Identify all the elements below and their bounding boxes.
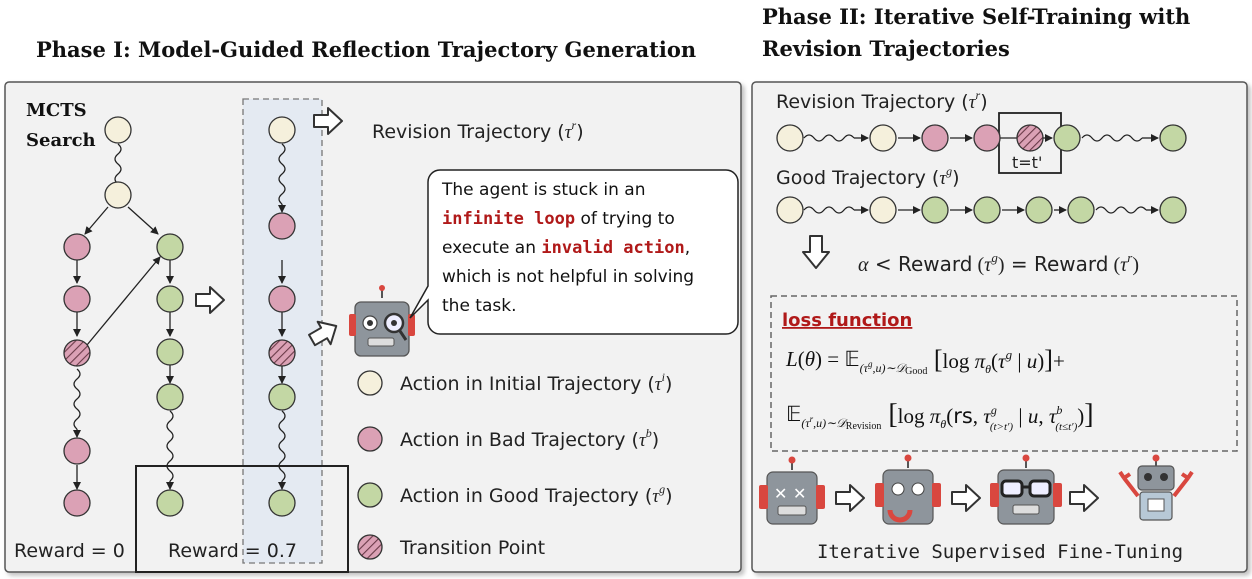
robot-glasses-icon <box>990 454 1062 525</box>
legend-bad-swatch <box>357 426 383 452</box>
legend-transition-label: Transition Point <box>399 537 545 559</box>
speech-line-4: which is not helpful in solving <box>442 267 694 287</box>
revision-edges <box>278 143 286 490</box>
node-bad <box>63 233 91 261</box>
reward-box <box>135 465 349 573</box>
edge <box>84 206 109 235</box>
revision-trajectory-label: Revision Trajectory (τr) <box>372 118 584 143</box>
node-good <box>1067 196 1095 224</box>
node-good <box>156 233 184 261</box>
loss-equation-line2: 𝔼(τr,u)∼𝒟Revision [log πθ(rs, τg(t>t′) |… <box>786 399 1094 433</box>
wavy-edge <box>114 143 122 185</box>
reward-zero-label: Reward = 0 <box>14 540 125 562</box>
speech-line-1: The agent is stuck in an <box>441 180 646 200</box>
node-bad <box>63 489 91 517</box>
reward-condition: α < Reward (τg) = Reward (τr) <box>858 250 1139 276</box>
node-good <box>921 196 949 224</box>
wavy-edge <box>278 143 286 205</box>
legend-initial-label: Action in Initial Trajectory (τi) <box>400 370 672 395</box>
wavy-edge <box>73 368 81 430</box>
node-good <box>1025 196 1053 224</box>
transition-time-label: t=t' <box>1012 153 1042 172</box>
node-good <box>156 489 184 517</box>
node-bad <box>921 124 949 152</box>
phase1-title: Phase I: Model-Guided Reflection Traject… <box>36 37 696 62</box>
legend-transition-swatch <box>357 534 383 560</box>
robot-broken-icon: ✕ ✕ <box>759 456 825 525</box>
phase2-title-line2: Revision Trajectories <box>762 36 1010 61</box>
speech-line-2: infinite loop of trying to <box>442 209 675 229</box>
node-good <box>973 196 1001 224</box>
node-transition <box>63 339 91 367</box>
robot-happy-icon <box>1118 454 1194 521</box>
node-good <box>1159 124 1187 152</box>
node-good <box>268 489 296 517</box>
node-initial <box>776 124 804 152</box>
tree-edges <box>73 143 174 490</box>
wavy-edge <box>278 410 286 482</box>
phase2-revision-label: Revision Trajectory (τr) <box>776 88 988 113</box>
mcts-label-line2: Search <box>26 130 96 151</box>
mcts-label-line1: MCTS <box>26 100 87 121</box>
wavy-edge <box>1095 206 1147 214</box>
wavy-edge <box>803 206 855 214</box>
wavy-edge <box>803 134 855 142</box>
node-initial <box>776 196 804 224</box>
node-good <box>156 383 184 411</box>
edge <box>86 256 161 346</box>
phase2-good-label: Good Trajectory (τg) <box>776 164 960 189</box>
legend-good-swatch <box>357 482 383 508</box>
robot-learning-icon <box>875 454 941 525</box>
node-good <box>156 285 184 313</box>
speech-bubble <box>409 169 739 335</box>
reward-good-label: Reward = 0.7 <box>168 540 297 562</box>
node-initial <box>268 116 296 144</box>
node-bad <box>63 437 91 465</box>
phase2-title-line1: Phase II: Iterative Self-Training with <box>762 4 1190 29</box>
wavy-edge <box>166 410 174 482</box>
node-bad <box>63 285 91 313</box>
node-bad <box>268 212 296 240</box>
node-bad <box>973 124 1001 152</box>
loss-function-box <box>770 295 1238 452</box>
node-initial <box>869 124 897 152</box>
good-row-edges <box>803 206 1159 214</box>
legend-good-label: Action in Good Trajectory (τg) <box>400 482 672 507</box>
node-initial <box>104 181 132 209</box>
node-good <box>268 383 296 411</box>
node-good <box>1053 124 1081 152</box>
node-transition <box>1016 124 1044 152</box>
speech-line-3: execute an invalid action, <box>442 238 690 258</box>
node-good <box>156 338 184 366</box>
phase2-footer-label: Iterative Supervised Fine-Tuning <box>817 541 1183 563</box>
loss-function-title: loss function <box>782 310 912 331</box>
node-good <box>1159 196 1187 224</box>
loss-equation-line1: L(θ) = 𝔼(τg,u)∼𝒟Good [log πθ(τg | u)]+ <box>785 345 1065 377</box>
edge <box>127 206 159 235</box>
wavy-edge <box>1081 134 1143 142</box>
node-initial <box>869 196 897 224</box>
node-transition <box>268 339 296 367</box>
robot-inspector-icon <box>349 285 415 357</box>
node-initial <box>104 116 132 144</box>
node-bad <box>268 285 296 313</box>
svg-text:✕ ✕: ✕ ✕ <box>774 484 806 503</box>
speech-line-5: the task. <box>442 296 517 316</box>
legend-bad-label: Action in Bad Trajectory (τb) <box>400 426 659 451</box>
legend-initial-swatch <box>357 370 383 396</box>
